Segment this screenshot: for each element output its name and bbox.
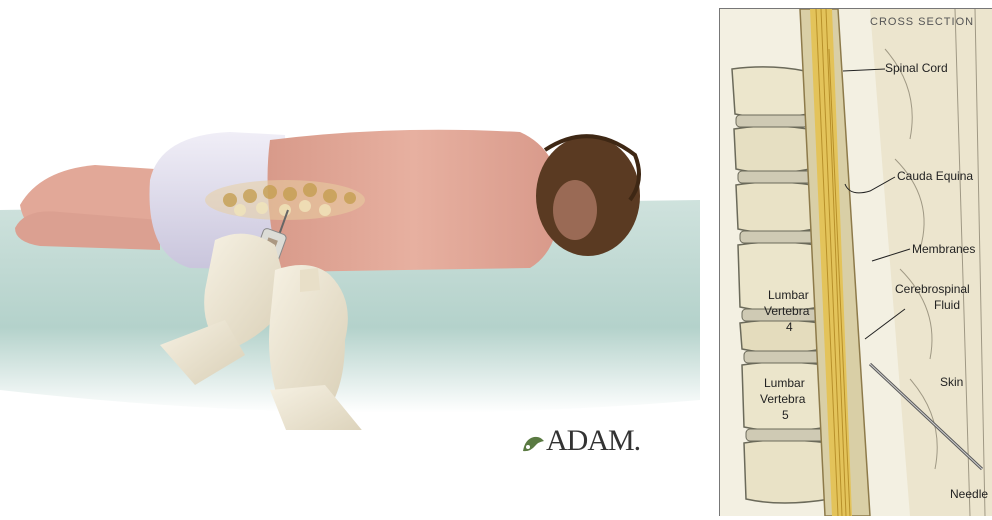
exposed-spine <box>205 180 365 220</box>
csf-label-line1: Cerebrospinal <box>895 282 970 296</box>
adam-logo: ADAM. <box>546 424 640 458</box>
adam-logo-icon <box>520 433 546 455</box>
cross-section-title: CROSS SECTION <box>870 16 974 28</box>
l4-label-line2: Vertebra <box>764 304 809 318</box>
membranes-label: Membranes <box>912 242 975 256</box>
procedure-illustration: ADAM. <box>0 0 700 515</box>
l5-label-line3: 5 <box>782 408 789 422</box>
needle-label: Needle <box>950 487 988 501</box>
skin-label: Skin <box>940 375 963 389</box>
cauda-equina-label: Cauda Equina <box>897 169 973 183</box>
l4-label-line1: Lumbar <box>768 288 809 302</box>
l4-label-line3: 4 <box>786 320 793 334</box>
csf-label-line2: Fluid <box>934 298 960 312</box>
l5-label-line1: Lumbar <box>764 376 805 390</box>
spinal-cord-label: Spinal Cord <box>885 61 948 75</box>
spine-cross-section <box>720 9 992 516</box>
l5-label-line2: Vertebra <box>760 392 805 406</box>
cross-section-panel: CROSS SECTION Spinal Cord Cauda Equina M… <box>719 8 992 516</box>
